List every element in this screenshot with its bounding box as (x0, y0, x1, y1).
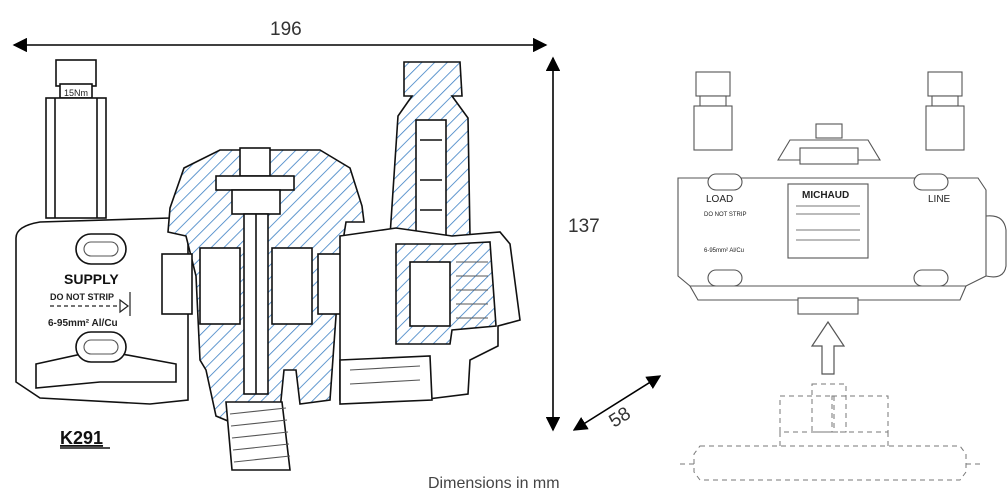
supply-label: SUPPLY (64, 271, 119, 287)
do-not-strip-label: DO NOT STRIP (50, 292, 114, 302)
side-cable-range-label: 6-95mm² Al/Cu (704, 248, 744, 254)
dashed-insert-view (680, 383, 980, 481)
height-dimension-label: 137 (568, 216, 600, 237)
depth-dimension: 58 (572, 375, 662, 432)
torque-marking: 15Nm (64, 88, 88, 98)
brand-label: MICHAUD (802, 190, 849, 201)
side-do-not-strip-label: DO NOT STRIP (704, 212, 747, 218)
cable-range-label: 6-95mm² Al/Cu (48, 318, 118, 329)
height-dimension: 137 (545, 56, 600, 432)
line-label: LINE (928, 194, 951, 205)
width-dimension-label: 196 (270, 19, 302, 40)
dimensions-note: Dimensions in mm (428, 475, 560, 492)
supply-bolt: 15Nm (45, 59, 107, 219)
connector-side-view: MICHAUD LOAD DO NOT STRIP 6-95mm² Al/Cu … (677, 71, 1007, 315)
width-dimension: 196 (12, 19, 548, 53)
assembly-arrow (810, 320, 846, 375)
model-label: K291 (60, 428, 103, 448)
load-label: LOAD (706, 194, 733, 205)
connector-section-view: 15Nm (15, 59, 521, 471)
